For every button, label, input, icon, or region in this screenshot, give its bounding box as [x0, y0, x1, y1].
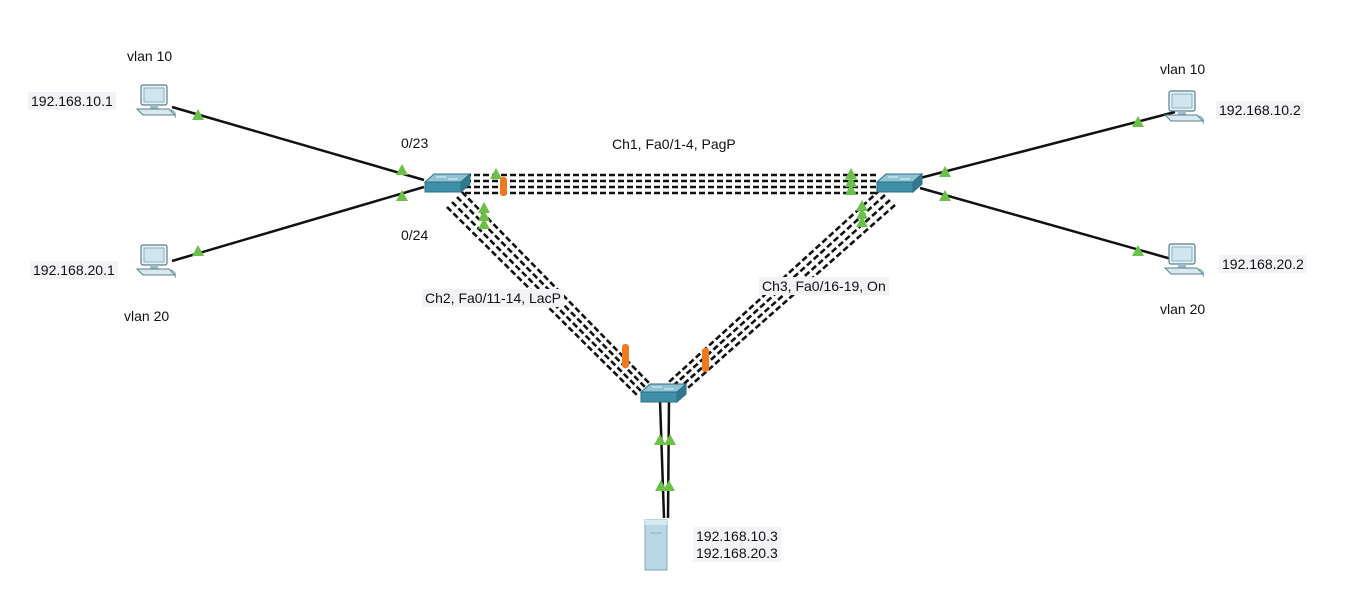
link-up-indicator [1132, 116, 1144, 127]
link-up-indicator [663, 480, 675, 491]
link-up-indicator [856, 216, 868, 227]
link-up-indicators [192, 109, 1144, 491]
link-up-indicator [192, 109, 204, 120]
pc-icon [1164, 90, 1205, 125]
link-up-indicator [845, 176, 857, 187]
link-up-indicator [490, 168, 502, 179]
pc-icon [1164, 243, 1205, 278]
pc3-vlan-label: vlan 10 [1160, 61, 1206, 77]
link-up-indicator [478, 218, 490, 229]
link-up-indicator [396, 164, 408, 175]
pc-1[interactable] [136, 84, 177, 119]
cable-pc4-s2 [919, 186, 1176, 262]
switch-1[interactable] [424, 173, 471, 193]
pc-icon [136, 244, 177, 279]
server-ip-label-2: 192.168.20.3 [693, 544, 781, 562]
cable-server-s3-a [658, 399, 666, 519]
blocking-indicator [702, 348, 709, 372]
access-cables [171, 105, 1176, 519]
server-icon [644, 519, 668, 571]
pc-3[interactable] [1164, 90, 1205, 125]
link-up-indicator [655, 480, 667, 491]
blocking-indicators [500, 177, 709, 372]
switch-3[interactable] [640, 383, 687, 403]
port-label-0-23: 0/23 [401, 135, 429, 151]
link-up-indicator [845, 168, 857, 179]
cable-pc1-s1 [171, 105, 425, 182]
pc3-ip-label: 192.168.10.2 [1216, 101, 1304, 119]
pc2-vlan-label: vlan 20 [124, 308, 170, 324]
link-up-indicator [396, 190, 408, 201]
link-up-indicator [939, 166, 951, 177]
link-up-indicator [664, 434, 676, 445]
link-up-indicator [845, 184, 857, 195]
pc-icon [136, 84, 177, 119]
cable-pc2-s1 [171, 185, 425, 263]
switch-icon [640, 383, 687, 403]
pc1-ip-label: 192.168.10.1 [28, 92, 116, 110]
link-up-indicator [192, 245, 204, 256]
link-up-indicator [1132, 245, 1144, 256]
blocking-indicator [622, 344, 629, 368]
link-up-indicator [478, 202, 490, 213]
cable-pc3-s2 [919, 110, 1176, 180]
ch1-label: Ch1, Fa0/1-4, PagP [612, 136, 736, 152]
server-ip-label-1: 192.168.10.3 [693, 527, 781, 545]
blocking-indicator [500, 177, 507, 196]
port-label-0-24: 0/24 [401, 227, 429, 243]
link-up-indicator [856, 208, 868, 219]
switch-icon [876, 173, 923, 193]
pc-2[interactable] [136, 244, 177, 279]
pc-4[interactable] [1164, 243, 1205, 278]
ch2-label: Ch2, Fa0/11-14, LacP [422, 289, 564, 307]
ch3-label: Ch3, Fa0/16-19, On [759, 277, 889, 295]
server[interactable] [644, 519, 668, 571]
link-up-indicator [654, 434, 666, 445]
switch-icon [424, 173, 471, 193]
pc2-ip-label: 192.168.20.1 [30, 261, 118, 279]
link-up-indicator [478, 210, 490, 221]
pc4-ip-label: 192.168.20.2 [1219, 255, 1307, 273]
ch1-bundle [465, 173, 877, 195]
link-up-indicator [856, 200, 868, 211]
pc1-vlan-label: vlan 10 [127, 48, 173, 64]
pc4-vlan-label: vlan 20 [1160, 301, 1206, 317]
link-up-indicator [939, 190, 951, 201]
cable-server-s3-b [666, 399, 671, 519]
switch-2[interactable] [876, 173, 923, 193]
